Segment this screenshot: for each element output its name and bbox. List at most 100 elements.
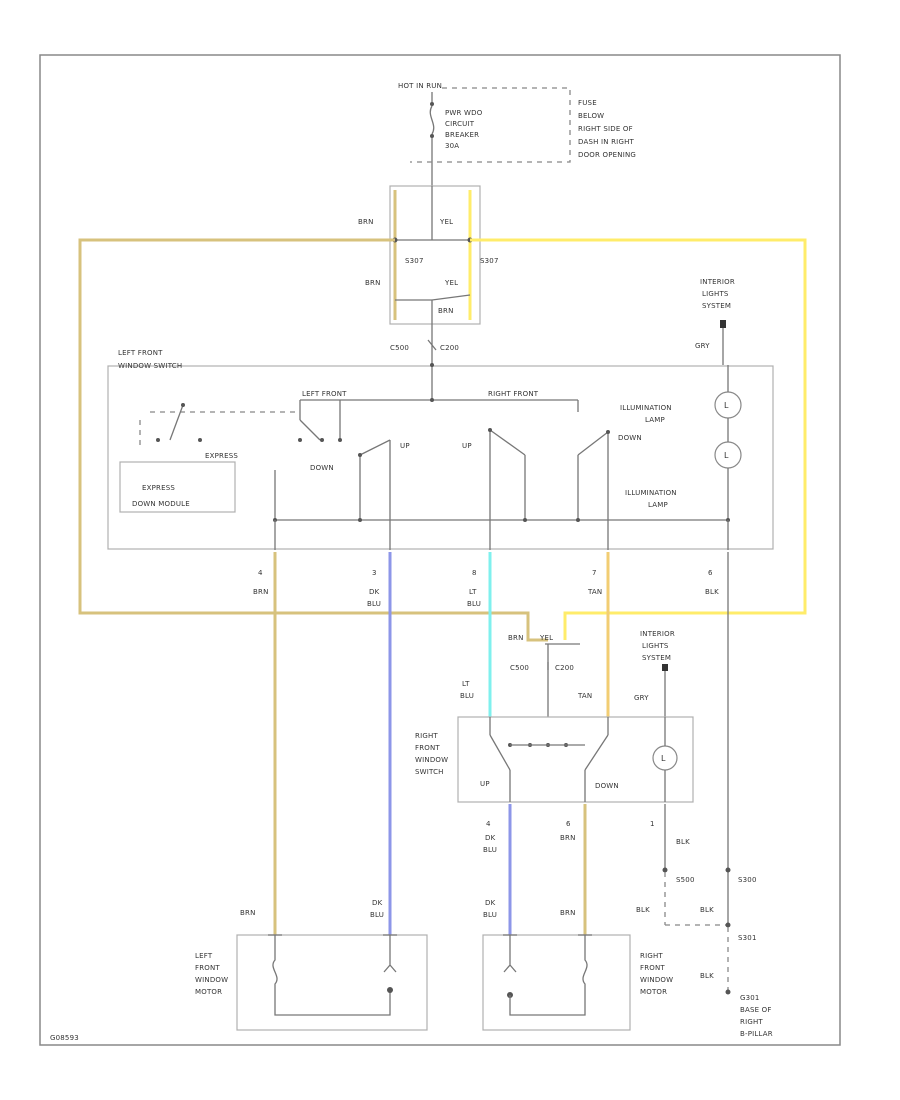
svg-text:UP: UP xyxy=(462,442,472,450)
svg-text:C500: C500 xyxy=(390,344,409,352)
brn-wire-loop xyxy=(78,238,548,642)
svg-text:DOOR OPENING: DOOR OPENING xyxy=(578,151,636,159)
svg-text:C200: C200 xyxy=(555,664,574,672)
svg-text:YEL: YEL xyxy=(444,279,458,287)
svg-text:6: 6 xyxy=(566,820,571,828)
svg-text:BLU: BLU xyxy=(370,911,384,919)
svg-text:L: L xyxy=(724,401,729,410)
left-front-window-motor: BRN DK BLU LEFT FRONT WINDOW MOTOR xyxy=(195,899,428,1031)
svg-text:INTERIOR: INTERIOR xyxy=(700,278,735,286)
interior-lights-mid: INTERIOR LIGHTS SYSTEM GRY xyxy=(634,630,675,717)
svg-text:WINDOW SWITCH: WINDOW SWITCH xyxy=(118,362,182,370)
svg-text:RIGHT: RIGHT xyxy=(415,732,438,740)
express-down-module xyxy=(119,461,236,513)
svg-text:S500: S500 xyxy=(676,876,695,884)
svg-text:RIGHT: RIGHT xyxy=(640,952,663,960)
svg-text:BLU: BLU xyxy=(483,911,497,919)
right-front-window-switch: RIGHT FRONT WINDOW SWITCH UP DOWN L xyxy=(415,716,694,803)
svg-text:FRONT: FRONT xyxy=(640,964,665,972)
svg-text:LT: LT xyxy=(462,680,470,688)
svg-text:BRN: BRN xyxy=(508,634,524,642)
svg-text:DK: DK xyxy=(372,899,383,907)
svg-text:LEFT FRONT: LEFT FRONT xyxy=(118,349,163,357)
svg-text:LAMP: LAMP xyxy=(645,416,665,424)
yel-wire-loop xyxy=(470,238,807,640)
svg-text:ILLUMINATION: ILLUMINATION xyxy=(620,404,672,412)
svg-text:GRY: GRY xyxy=(695,342,710,350)
svg-text:FUSE: FUSE xyxy=(578,99,597,107)
svg-text:FRONT: FRONT xyxy=(415,744,440,752)
svg-text:EXPRESS: EXPRESS xyxy=(205,452,238,460)
svg-text:S300: S300 xyxy=(738,876,757,884)
splice-block-s307: BRN YEL S307 S307 BRN YEL BRN C500 C200 xyxy=(358,185,499,352)
svg-text:BRN: BRN xyxy=(560,909,576,917)
svg-text:C500: C500 xyxy=(510,664,529,672)
svg-text:WINDOW: WINDOW xyxy=(415,756,448,764)
svg-text:BLK: BLK xyxy=(705,588,719,596)
svg-text:BLU: BLU xyxy=(367,600,381,608)
svg-text:S307: S307 xyxy=(480,257,499,265)
svg-text:L: L xyxy=(724,451,729,460)
svg-text:LT: LT xyxy=(469,588,477,596)
svg-text:INTERIOR: INTERIOR xyxy=(640,630,675,638)
svg-text:EXPRESS: EXPRESS xyxy=(142,484,175,492)
svg-text:RIGHT FRONT: RIGHT FRONT xyxy=(488,390,539,398)
svg-text:BELOW: BELOW xyxy=(578,112,604,120)
svg-text:LIGHTS: LIGHTS xyxy=(642,642,669,650)
svg-text:BLK: BLK xyxy=(700,972,714,980)
left-switch-pins: 4 BRN 3 DK BLU 8 LT BLU 7 TAN 6 BLK xyxy=(253,569,719,608)
svg-text:3: 3 xyxy=(372,569,377,577)
fuse-location-note: FUSE BELOW RIGHT SIDE OF DASH IN RIGHT D… xyxy=(578,99,636,159)
svg-text:WINDOW: WINDOW xyxy=(640,976,673,984)
svg-text:UP: UP xyxy=(400,442,410,450)
svg-text:WINDOW: WINDOW xyxy=(195,976,228,984)
svg-text:SWITCH: SWITCH xyxy=(415,768,444,776)
figure-id: G08593 xyxy=(50,1034,79,1042)
svg-text:B-PILLAR: B-PILLAR xyxy=(740,1030,773,1038)
svg-text:BRN: BRN xyxy=(365,279,381,287)
svg-text:YEL: YEL xyxy=(439,218,453,226)
left-front-window-switch: LEFT FRONT WINDOW SWITCH LEFT FRONT RIGH… xyxy=(107,345,774,550)
svg-text:DK: DK xyxy=(369,588,380,596)
svg-text:DOWN MODULE: DOWN MODULE xyxy=(132,500,190,508)
hot-in-run-label: HOT IN RUN xyxy=(398,82,442,90)
svg-text:SYSTEM: SYSTEM xyxy=(702,302,731,310)
svg-text:BASE OF: BASE OF xyxy=(740,1006,772,1014)
ground-splices: S500 S300 BLK BLK S301 BLK G301 BASE OF … xyxy=(636,867,773,1038)
svg-text:30A: 30A xyxy=(445,142,459,150)
svg-text:DOWN: DOWN xyxy=(618,434,642,442)
power-source: HOT IN RUN PWR WDO CIRCUIT BREAKER 30A F… xyxy=(398,82,636,186)
fuse-box-outline xyxy=(410,87,571,163)
interior-lights-top: INTERIOR LIGHTS SYSTEM GRY xyxy=(695,278,735,365)
svg-text:DOWN: DOWN xyxy=(310,464,334,472)
svg-text:TAN: TAN xyxy=(577,692,592,700)
svg-text:BLU: BLU xyxy=(467,600,481,608)
svg-text:MOTOR: MOTOR xyxy=(640,988,667,996)
svg-text:MOTOR: MOTOR xyxy=(195,988,222,996)
svg-text:DOWN: DOWN xyxy=(595,782,619,790)
svg-text:BLK: BLK xyxy=(700,906,714,914)
svg-text:4: 4 xyxy=(486,820,491,828)
svg-text:RIGHT SIDE OF: RIGHT SIDE OF xyxy=(578,125,633,133)
breaker-label: PWR WDO CIRCUIT BREAKER 30A xyxy=(445,109,483,150)
svg-text:L: L xyxy=(661,754,666,763)
svg-text:LIGHTS: LIGHTS xyxy=(702,290,729,298)
svg-text:LEFT FRONT: LEFT FRONT xyxy=(302,390,347,398)
svg-text:BLU: BLU xyxy=(483,846,497,854)
svg-text:YEL: YEL xyxy=(539,634,553,642)
svg-text:UP: UP xyxy=(480,780,490,788)
svg-text:RIGHT: RIGHT xyxy=(740,1018,763,1026)
right-front-window-motor: DK BLU BRN RIGHT FRONT WINDOW MOTOR xyxy=(482,899,673,1031)
svg-text:BLU: BLU xyxy=(460,692,474,700)
svg-text:LAMP: LAMP xyxy=(648,501,668,509)
svg-text:DK: DK xyxy=(485,899,496,907)
svg-text:G301: G301 xyxy=(740,994,760,1002)
svg-text:BRN: BRN xyxy=(438,307,454,315)
svg-text:SYSTEM: SYSTEM xyxy=(642,654,671,662)
right-switch-pins: 4 DK BLU 6 BRN 1 BLK xyxy=(483,820,690,854)
svg-text:7: 7 xyxy=(592,569,597,577)
svg-text:BRN: BRN xyxy=(358,218,374,226)
svg-text:CIRCUIT: CIRCUIT xyxy=(445,120,475,128)
svg-text:C200: C200 xyxy=(440,344,459,352)
